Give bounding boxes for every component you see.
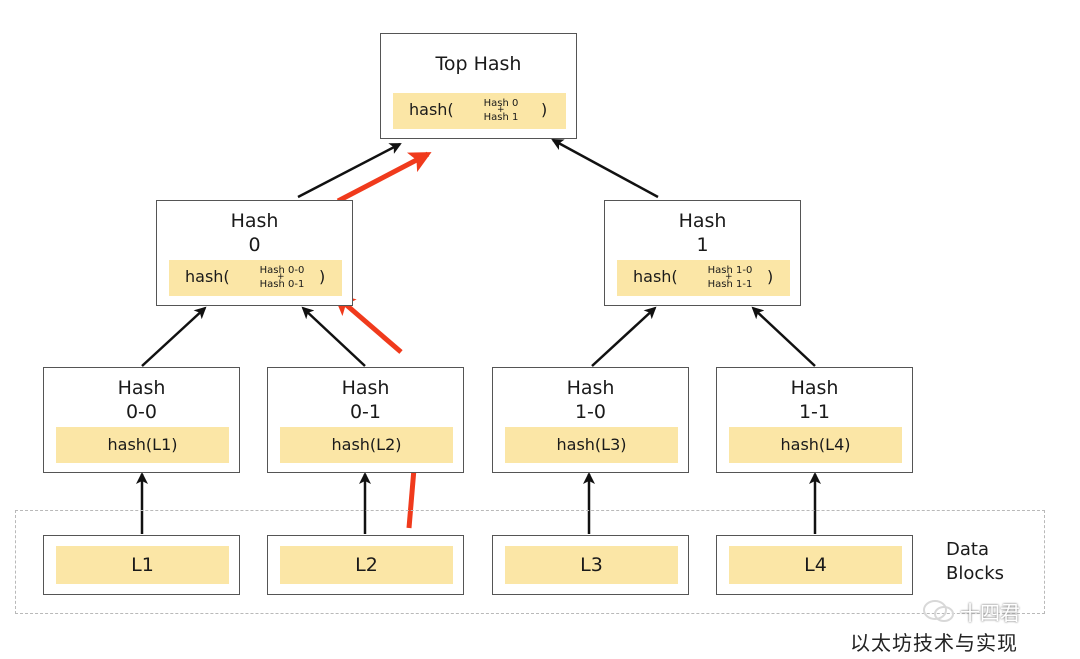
top-hash-formula: hash( Hash 0 + Hash 1 ) (393, 93, 566, 129)
arrow-h11-to-h1 (751, 306, 816, 367)
top-hash-plus: + (497, 105, 505, 115)
hash-0-1-formula-text: hash(L2) (331, 435, 402, 454)
red-arrow-to-top (336, 151, 432, 204)
hash-0-0-title-line2: 0-0 (125, 401, 158, 423)
top-hash-title: Top Hash (435, 53, 522, 75)
hash-1-operand-1: Hash 1-0 (707, 265, 753, 276)
hash-0-prefix: hash( (185, 267, 230, 286)
top-hash-operand-2: Hash 1 (483, 112, 519, 123)
arrow-h0-to-top (297, 142, 402, 199)
caption-text: 以太坊技术与实现 (850, 631, 1018, 655)
watermark-text: 十四君 (960, 601, 1020, 625)
hash-0-0-node: Hash 0-0 hash(L1) (43, 367, 240, 473)
hash-0-0-formula: hash(L1) (56, 427, 229, 463)
hash-1-0-node: Hash 1-0 hash(L3) (492, 367, 689, 473)
hash-0-suffix: ) (319, 267, 326, 286)
hash-0-1-title-line2: 0-1 (349, 401, 382, 423)
hash-1-prefix: hash( (633, 267, 678, 286)
leaf-l3-node: L3 (492, 535, 689, 595)
leaf-l2-label: L2 (280, 546, 453, 584)
data-blocks-label-line1: Data (946, 539, 989, 560)
hash-0-plus: + (277, 272, 285, 282)
hash-1-title-line2: 1 (696, 234, 709, 256)
leaf-l1-node: L1 (43, 535, 240, 595)
hash-1-operand-2: Hash 1-1 (707, 279, 753, 290)
hash-0-0-formula-text: hash(L1) (107, 435, 178, 454)
hash-1-1-node: Hash 1-1 hash(L4) (716, 367, 913, 473)
top-hash-prefix: hash( (409, 100, 454, 119)
hash-1-0-formula: hash(L3) (505, 427, 678, 463)
arrow-h01-to-h0 (301, 306, 366, 367)
hash-1-1-formula-text: hash(L4) (780, 435, 851, 454)
data-blocks-label-line2: Blocks (946, 563, 1005, 584)
leaf-l4-node: L4 (716, 535, 913, 595)
arrow-h1-to-top (551, 138, 659, 199)
hash-1-plus: + (725, 272, 733, 282)
hash-1-0-title-line1: Hash (566, 377, 615, 399)
hash-0-1-node: Hash 0-1 hash(L2) (267, 367, 464, 473)
wechat-icon (923, 600, 954, 622)
hash-1-1-title-line2: 1-1 (798, 401, 831, 423)
top-hash-operand-1: Hash 0 (483, 98, 519, 109)
hash-0-1-formula: hash(L2) (280, 427, 453, 463)
hash-0-formula: hash( Hash 0-0 + Hash 0-1 ) (169, 260, 342, 296)
hash-1-formula: hash( Hash 1-0 + Hash 1-1 ) (617, 260, 790, 296)
hash-1-1-formula: hash(L4) (729, 427, 902, 463)
hash-0-1-title-line1: Hash (341, 377, 390, 399)
top-hash-node: Top Hash hash( Hash 0 + Hash 1 ) (380, 33, 577, 139)
hash-1-0-title-line2: 1-0 (574, 401, 607, 423)
hash-1-suffix: ) (767, 267, 774, 286)
leaf-l1-label: L1 (56, 546, 229, 584)
hash-0-0-title-line1: Hash (117, 377, 166, 399)
hash-0-title-line2: 0 (248, 234, 261, 256)
hash-1-node: Hash 1 hash( Hash 1-0 + Hash 1-1 ) (604, 200, 801, 306)
arrow-h10-to-h1 (591, 306, 657, 367)
hash-1-0-formula-text: hash(L3) (556, 435, 627, 454)
hash-0-operand-1: Hash 0-0 (259, 265, 305, 276)
hash-1-title-line1: Hash (678, 210, 727, 232)
hash-0-node: Hash 0 hash( Hash 0-0 + Hash 0-1 ) (156, 200, 353, 306)
hash-0-operand-2: Hash 0-1 (259, 279, 305, 290)
data-blocks-region (15, 510, 1045, 614)
hash-0-title-line1: Hash (230, 210, 279, 232)
top-hash-suffix: ) (541, 100, 548, 119)
leaf-l2-node: L2 (267, 535, 464, 595)
leaf-l3-label: L3 (505, 546, 678, 584)
leaf-l4-label: L4 (729, 546, 902, 584)
arrow-h00-to-h0 (141, 306, 207, 367)
hash-1-1-title-line1: Hash (790, 377, 839, 399)
